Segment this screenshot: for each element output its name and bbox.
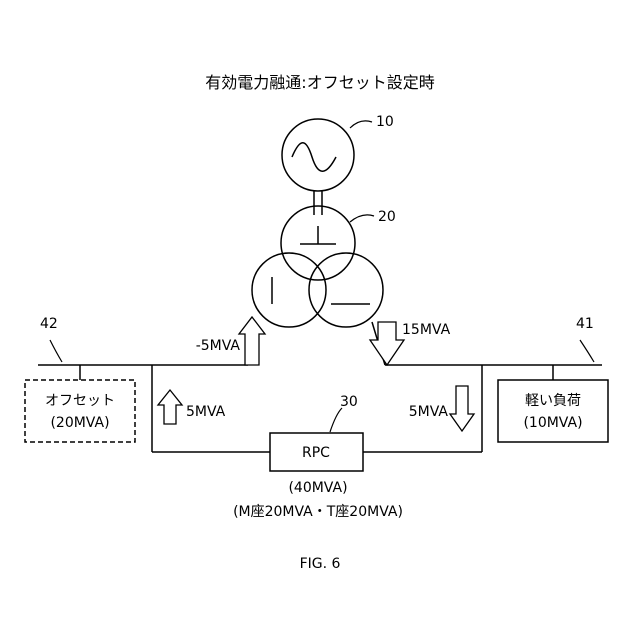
transformer-t-winding: [309, 253, 383, 327]
light-load-box: [498, 380, 608, 442]
rpc-ref-number: 30: [340, 394, 358, 410]
left-flow-up-arrow: [239, 317, 265, 365]
generator-ref-leader: [350, 121, 372, 128]
offset-ref-number: 42: [40, 316, 58, 332]
transformer-ref-leader: [350, 215, 374, 222]
left-flow-label: -5MVA: [196, 338, 241, 354]
rpc-right-down-arrow: [450, 386, 474, 431]
rpc-left-up-arrow: [158, 390, 182, 424]
sine-wave-icon: [292, 143, 336, 172]
offset-box-line1: オフセット: [45, 393, 115, 409]
rpc-left-flow-label: 5MVA: [186, 404, 226, 420]
load-box-line2: (10MVA): [523, 415, 582, 431]
load-box-line1: 軽い負荷: [525, 393, 581, 409]
load-ref-leader: [580, 340, 594, 362]
rpc-ref-leader: [330, 408, 342, 432]
offset-ref-leader: [50, 340, 62, 362]
transformer-m-winding: [252, 253, 326, 327]
diagram-title: 有効電力融通:オフセット設定時: [205, 73, 434, 92]
right-flow-label: 15MVA: [402, 322, 451, 338]
rpc-breakdown: (M座20MVA・T座20MVA): [233, 504, 403, 520]
load-ref-number: 41: [576, 316, 594, 332]
transformer-ref-number: 20: [378, 209, 396, 225]
offset-box-line2: (20MVA): [50, 415, 109, 431]
generator-ref-number: 10: [376, 114, 394, 130]
generator: [282, 119, 354, 191]
rpc-capacity: (40MVA): [288, 480, 347, 496]
right-flow-down-arrow: [370, 322, 404, 365]
rpc-right-flow-label: 5MVA: [409, 404, 449, 420]
rpc-label: RPC: [302, 445, 330, 461]
transformer: [252, 206, 383, 327]
offset-box: [25, 380, 135, 442]
figure-caption: FIG. 6: [300, 556, 341, 572]
